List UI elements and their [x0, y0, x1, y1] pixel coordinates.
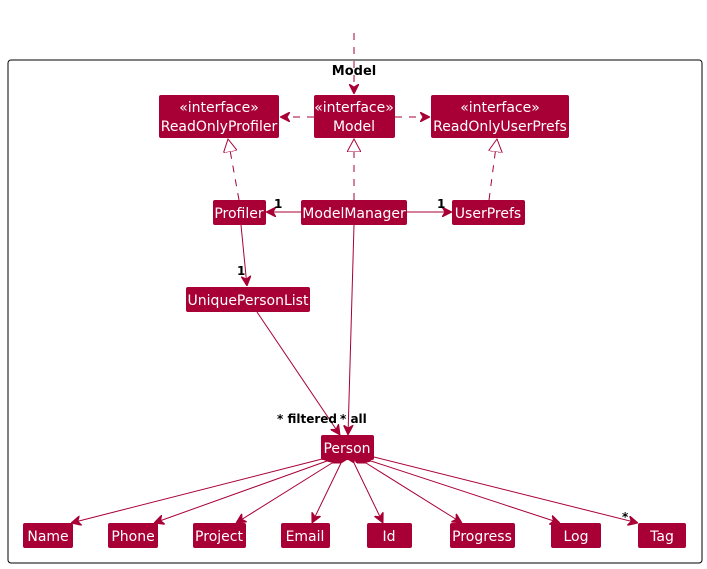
class-name: Id: [382, 529, 395, 545]
class-name: UserPrefs: [455, 206, 521, 222]
class-modelmanager[interactable]: ModelManager: [301, 200, 407, 225]
person-progress-edge: [366, 463, 462, 523]
class-name: Person: [323, 441, 370, 457]
multiplicity-manager-userprefs: 1: [437, 197, 445, 211]
class-person[interactable]: Person: [321, 435, 374, 460]
class-phone[interactable]: Phone: [108, 523, 158, 548]
multiplicity-tag: *: [622, 510, 629, 524]
class-tag[interactable]: Tag: [638, 523, 686, 548]
person-tag-edge: [374, 457, 638, 523]
class-stereotype: «interface»: [179, 100, 259, 116]
profiler-uniquepersonlist-edge: [241, 225, 247, 286]
person-phone-edge: [154, 461, 327, 523]
class-name: Project: [195, 529, 243, 545]
class-profiler[interactable]: Profiler: [213, 200, 266, 225]
class-project[interactable]: Project: [193, 523, 246, 548]
class-stereotype: «interface»: [314, 100, 394, 116]
class-name: ReadOnlyUserPrefs: [433, 119, 567, 135]
class-name: Tag: [649, 529, 674, 545]
person-project-edge: [236, 463, 332, 523]
profiler-realization-edge: [228, 139, 240, 201]
multiplicity-filtered: * filtered: [277, 412, 337, 426]
class-readonlyprofiler[interactable]: «interface» ReadOnlyProfiler: [159, 95, 279, 138]
edges: [71, 117, 638, 523]
class-name: Email: [286, 529, 325, 545]
class-uniquepersonlist[interactable]: UniquePersonList: [186, 287, 310, 312]
class-readonlyuserprefs[interactable]: «interface» ReadOnlyUserPrefs: [431, 95, 569, 138]
class-name: Model: [333, 119, 375, 135]
person-id-edge: [354, 463, 383, 523]
class-name: Progress: [452, 529, 512, 545]
class-id[interactable]: Id: [367, 523, 412, 548]
person-email-edge: [312, 463, 341, 523]
userprefs-realization-edge: [489, 139, 497, 201]
person-name-edge: [71, 459, 322, 523]
class-name: Phone: [111, 529, 154, 545]
class-name: ReadOnlyProfiler: [161, 119, 278, 135]
model-package-frame: [7, 59, 703, 564]
class-name: Name: [27, 529, 68, 545]
multiplicity-profiler-list: 1: [237, 264, 245, 278]
class-userprefs[interactable]: UserPrefs: [452, 200, 525, 225]
class-name: Log: [563, 529, 588, 545]
model-package-title: Model: [332, 64, 376, 79]
class-name: Profiler: [214, 206, 264, 222]
uniquepersonlist-person-edge: [256, 311, 340, 435]
class-progress[interactable]: Progress: [450, 523, 515, 548]
class-name: ModelManager: [302, 206, 406, 222]
class-email[interactable]: Email: [281, 523, 330, 548]
class-model[interactable]: «interface» Model: [314, 95, 395, 138]
class-name-box[interactable]: Name: [23, 523, 73, 548]
modelmanager-person-edge: [348, 224, 355, 435]
class-stereotype: «interface»: [460, 100, 540, 116]
person-log-edge: [371, 461, 560, 523]
class-name: UniquePersonList: [188, 293, 309, 309]
multiplicity-manager-profiler: 1: [274, 197, 282, 211]
multiplicity-all: * all: [340, 412, 367, 426]
class-log[interactable]: Log: [551, 523, 601, 548]
